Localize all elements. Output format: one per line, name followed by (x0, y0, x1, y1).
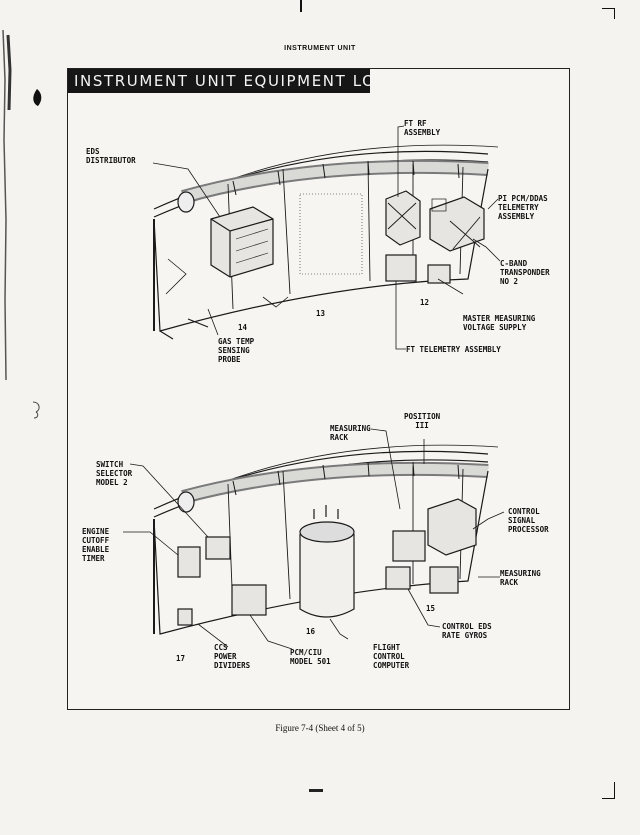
bottom-mark (309, 789, 323, 792)
label-ft-telemetry: FT TELEMETRY ASSEMBLY (406, 345, 501, 354)
label-control-eds-rate-gyros: CONTROL EDS RATE GYROS (442, 622, 492, 640)
equipment-drawing (123, 125, 505, 650)
ink-blot (33, 89, 42, 106)
label-num-13: 13 (316, 309, 326, 318)
label-ft-rf-assembly: FT RF ASSEMBLY (404, 119, 441, 137)
label-gas-temp-probe: GAS TEMP SENSING PROBE (218, 337, 255, 364)
label-flight-control-computer: FLIGHT CONTROL COMPUTER (373, 643, 410, 670)
label-pcm-ciu: PCM/CIU MODEL 501 (290, 648, 331, 666)
pi-pcm-box (429, 196, 485, 252)
label-num-14: 14 (238, 323, 248, 332)
label-pi-pcm-telemetry: PI PCM/DDAS TELEMETRY ASSEMBLY (498, 194, 548, 221)
flight-control-computer-drawing (299, 505, 355, 618)
figure-caption: Figure 7-4 (Sheet 4 of 5) (275, 723, 365, 733)
eds-distributor-box (210, 206, 274, 278)
ft-rf-box (385, 190, 421, 246)
label-engine-cutoff-timer: ENGINE CUTOFF ENABLE TIMER (82, 527, 110, 563)
upper-leader-lines (152, 125, 501, 350)
page-header: INSTRUMENT UNIT (284, 45, 356, 52)
label-switch-selector: SWITCH SELECTOR MODEL 2 (96, 460, 133, 487)
label-num-12: 12 (420, 298, 430, 307)
lower-panel-structure (153, 444, 499, 635)
figure-title: INSTRUMENT UNIT EQUIPMENT LOCATIONS (68, 69, 370, 93)
bottom-right-crop-mark (602, 782, 615, 799)
top-right-crop-mark (602, 8, 615, 19)
figure-frame: INSTRUMENT UNIT EQUIPMENT LOCATIONS (67, 68, 570, 710)
left-page-edge (0, 0, 20, 830)
label-master-measuring: MASTER MEASURING VOLTAGE SUPPLY (463, 314, 536, 332)
label-num-15: 15 (426, 604, 436, 613)
label-ccs-power-dividers: CCS POWER DIVIDERS (214, 643, 251, 670)
upper-panel-structure (153, 144, 499, 340)
lower-left-boxes (177, 536, 267, 626)
label-measuring-rack-top: MEASURING RACK (330, 424, 371, 442)
label-position-iii: POSITION III (404, 412, 441, 430)
label-eds-distributor: EDS DISTRIBUTOR (86, 147, 136, 165)
top-registration-mark (300, 0, 302, 12)
hole-punch-mark (32, 401, 40, 419)
lower-leader-lines (123, 428, 505, 650)
label-num-16: 16 (306, 627, 316, 636)
label-c-band-transponder: C-BAND TRANSPONDER NO 2 (500, 259, 550, 286)
label-num-17: 17 (176, 654, 186, 663)
label-measuring-rack-right: MEASURING RACK (500, 569, 541, 587)
c-band-box (385, 254, 451, 284)
control-signal-processor-drawing (385, 498, 477, 594)
label-control-signal-processor: CONTROL SIGNAL PROCESSOR (508, 507, 549, 534)
